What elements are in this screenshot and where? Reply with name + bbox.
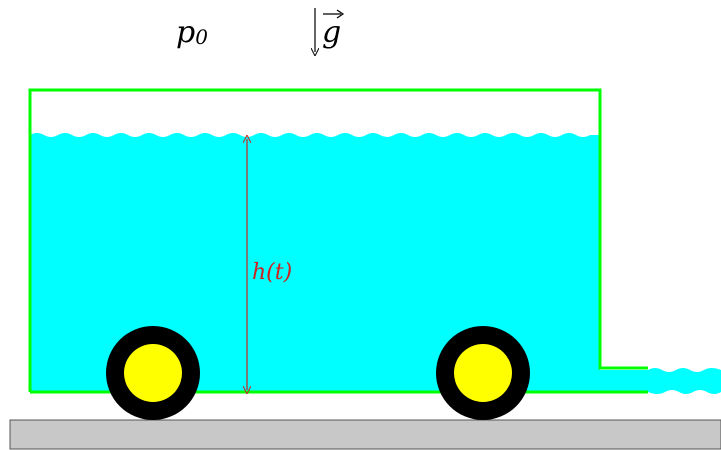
gravity-vector-arrowhead <box>336 9 345 19</box>
height-label: h(t) <box>252 260 292 285</box>
wheel-right <box>436 326 530 420</box>
pressure-subscript: 0 <box>195 25 208 49</box>
gravity-label: g <box>322 15 341 50</box>
pressure-label: p0 <box>176 15 208 50</box>
wheel-left <box>106 326 200 420</box>
ground <box>9 419 721 450</box>
outflow-jet <box>648 368 721 394</box>
pressure-symbol: p <box>176 15 195 50</box>
